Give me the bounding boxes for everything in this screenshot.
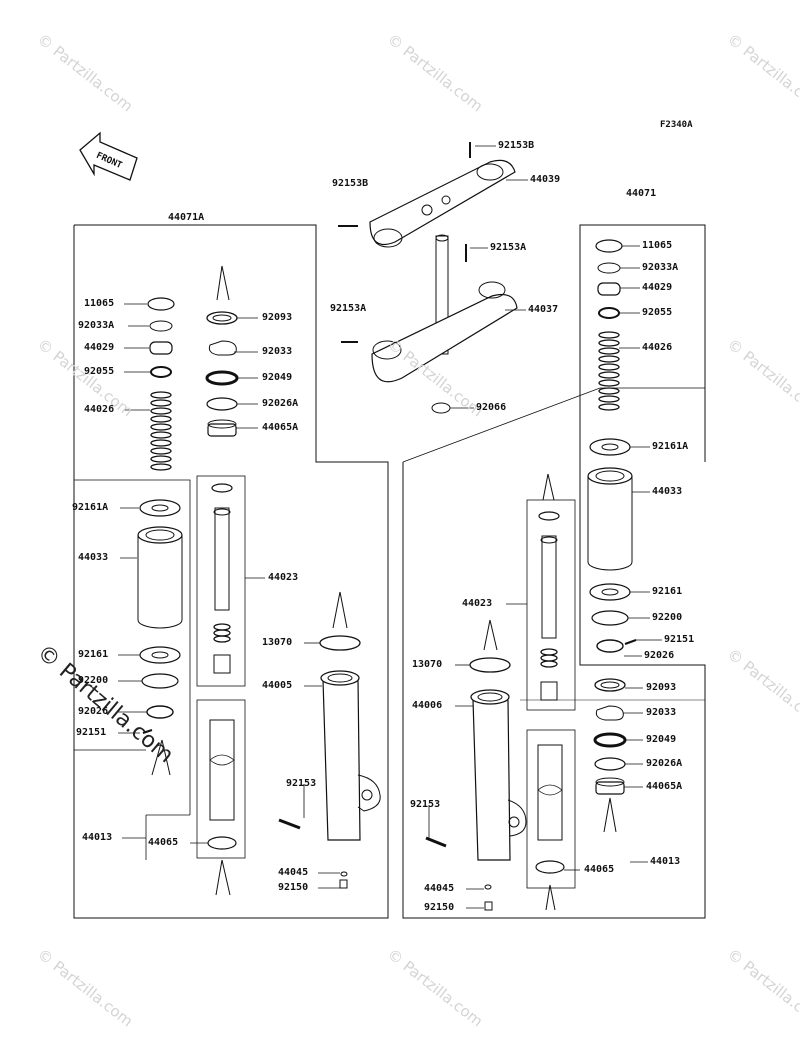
part-label: 92200	[78, 675, 109, 686]
part-label: 92033	[646, 707, 677, 718]
right-outer-tube	[425, 619, 527, 911]
part-label: 92026A	[262, 398, 299, 409]
part-label: 92049	[262, 372, 293, 383]
left-inner-line	[74, 479, 191, 815]
part-label: 92153B	[332, 178, 369, 189]
part-label: 13070	[262, 637, 293, 648]
part-label: 92150	[424, 902, 455, 913]
right-stack	[587, 239, 637, 833]
assembly-label-left: 44071A	[168, 212, 205, 223]
part-label: 44029	[84, 342, 115, 353]
part-label: 92153A	[490, 242, 527, 253]
part-label: 92026	[78, 706, 109, 717]
right-cartridge-parts	[535, 473, 565, 911]
part-label: 44065	[584, 864, 615, 875]
part-label: 44026	[642, 342, 673, 353]
figure-code: F2340A	[660, 120, 693, 130]
right-assembly-outline	[402, 224, 706, 919]
part-label: 44039	[530, 174, 561, 185]
part-label: 92066	[476, 402, 507, 413]
part-label: 44033	[78, 552, 109, 563]
left-assembly-outline	[73, 224, 389, 919]
part-label: 92153B	[498, 140, 535, 151]
part-label: 92161A	[72, 502, 109, 513]
part-label: 92153A	[330, 303, 367, 314]
assembly-label-right: 44071	[626, 188, 657, 199]
part-label: 92049	[646, 734, 677, 745]
right-cartridge-box	[526, 499, 576, 711]
part-label: 92033A	[642, 262, 679, 273]
part-label: 44065A	[646, 781, 683, 792]
part-label: 44065	[148, 837, 179, 848]
part-label: 44026	[84, 404, 115, 415]
part-label: 92151	[664, 634, 695, 645]
part-label: 44065A	[262, 422, 299, 433]
part-label: 92055	[642, 307, 673, 318]
part-label: 92093	[262, 312, 293, 323]
part-label: 44045	[424, 883, 455, 894]
left-outer-tube	[278, 591, 381, 889]
part-label: 44006	[412, 700, 443, 711]
left-tube-box	[196, 699, 246, 859]
part-label: 44029	[642, 282, 673, 293]
part-label: 92093	[646, 682, 677, 693]
part-label: 92153	[410, 799, 441, 810]
part-label: 92161	[78, 649, 109, 660]
front-arrow-icon	[79, 131, 138, 181]
part-label: 92150	[278, 882, 309, 893]
triple-clamp-top	[338, 142, 518, 414]
left-cartridge-box	[196, 475, 246, 687]
leader-lines	[118, 145, 662, 909]
part-label: 44005	[262, 680, 293, 691]
part-label: 44013	[82, 832, 113, 843]
part-label: 44023	[462, 598, 493, 609]
part-label: 92200	[652, 612, 683, 623]
left-stack	[137, 297, 183, 776]
part-label: 92026	[644, 650, 675, 661]
part-label: 92151	[76, 727, 107, 738]
part-label: 92153	[286, 778, 317, 789]
part-label: 13070	[412, 659, 443, 670]
part-label: 44023	[268, 572, 299, 583]
part-label: 44037	[528, 304, 559, 315]
part-label: 44013	[650, 856, 681, 867]
part-label: 92161A	[652, 441, 689, 452]
part-label: 44033	[652, 486, 683, 497]
part-label: 92026A	[646, 758, 683, 769]
left-seal-stack	[205, 265, 239, 896]
part-label: 92055	[84, 366, 115, 377]
part-label: 44045	[278, 867, 309, 878]
part-label: 11065	[642, 240, 673, 251]
part-label: 11065	[84, 298, 115, 309]
part-label: 92033A	[78, 320, 115, 331]
part-label: 92033	[262, 346, 293, 357]
part-label: 92161	[652, 586, 683, 597]
